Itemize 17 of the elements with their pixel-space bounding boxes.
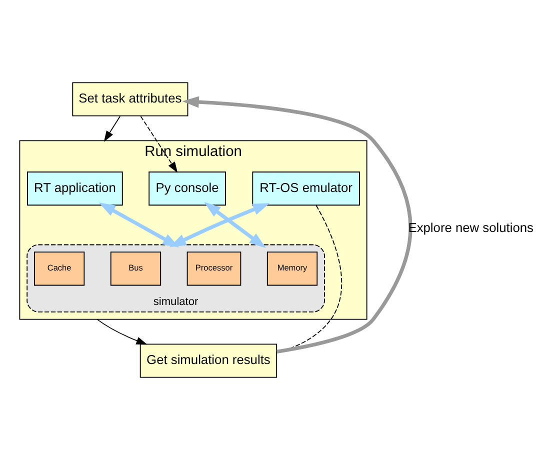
- node-box: Get simulation results: [140, 344, 278, 378]
- node-box: Bus: [110, 252, 162, 286]
- arrow: [169, 203, 270, 248]
- node-box: Cache: [34, 252, 85, 286]
- arrow: [104, 116, 121, 142]
- arrow: [140, 116, 178, 173]
- node-box: Processor: [186, 252, 242, 286]
- arrow: [182, 96, 412, 354]
- node-box: RT application: [27, 172, 123, 206]
- arrow: [204, 202, 266, 248]
- arrow: [98, 202, 180, 248]
- node-box: RT-OS emulator: [252, 172, 360, 206]
- edge-label: Explore new solutions: [408, 220, 534, 236]
- node-box: Py console: [148, 172, 226, 206]
- node-box: Memory: [266, 252, 318, 286]
- node-box: Set task attributes: [72, 82, 188, 116]
- arrow: [96, 318, 148, 345]
